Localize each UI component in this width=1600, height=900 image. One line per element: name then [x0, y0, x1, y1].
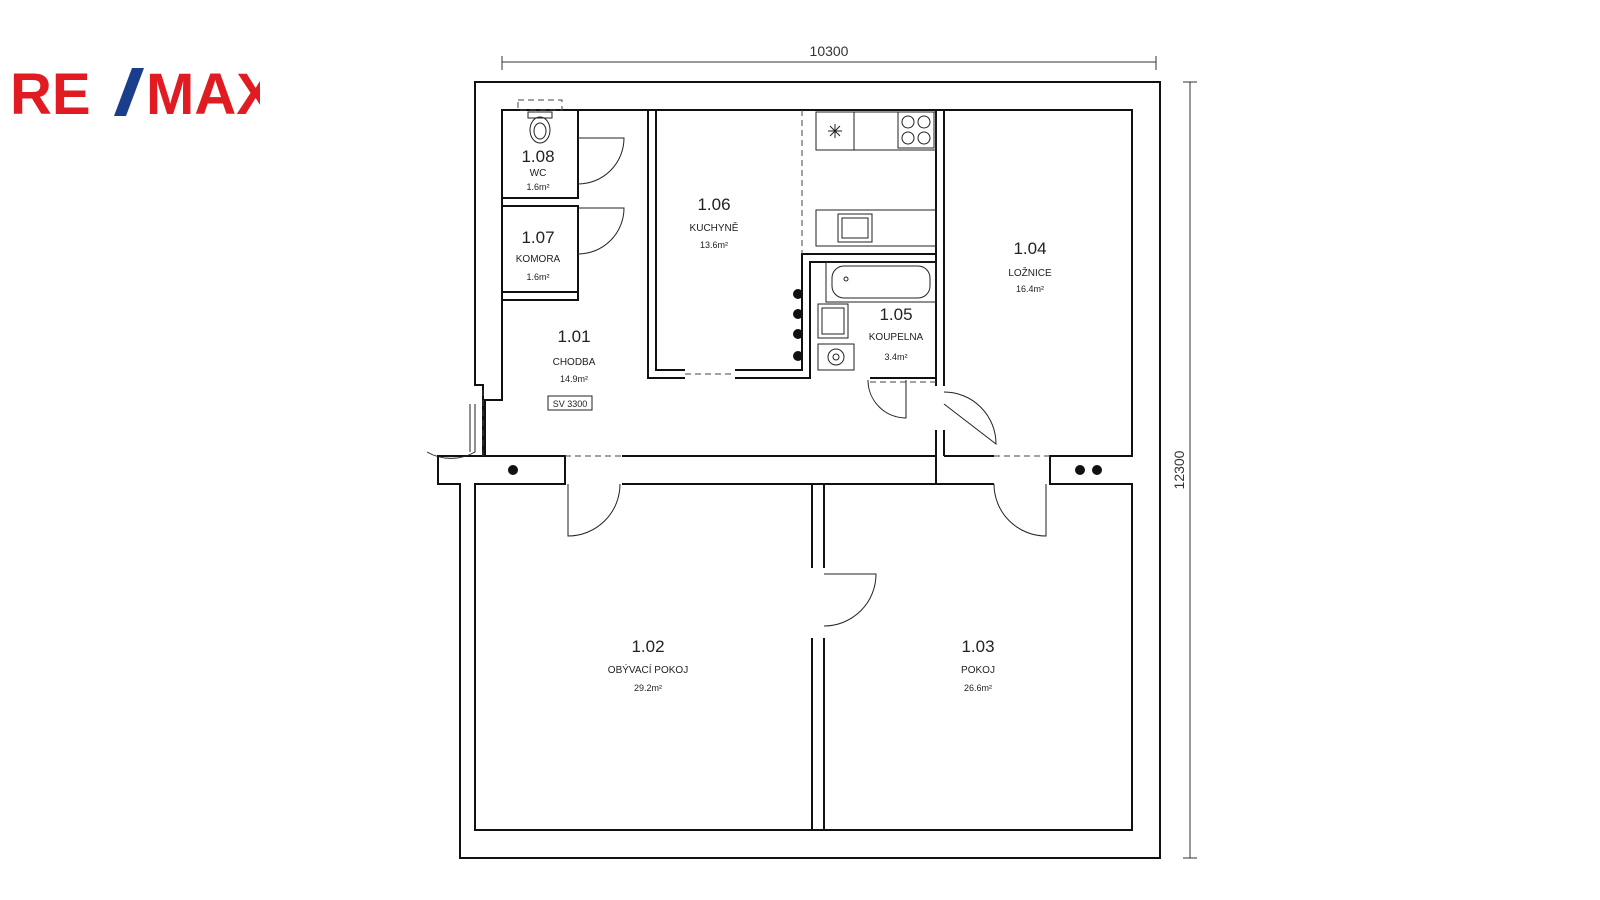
room-number: 1.05	[879, 305, 912, 324]
sink-icon	[837, 213, 873, 243]
room-name: CHODBA	[553, 357, 596, 368]
room-area: 1.6m²	[526, 182, 549, 192]
room-area: 29.2m²	[634, 683, 662, 693]
room-number: 1.08	[521, 147, 554, 166]
room-number: 1.04	[1013, 239, 1046, 258]
room-103-label: 1.03 POKOJ 26.6m²	[961, 637, 995, 693]
stove-icon	[897, 111, 935, 149]
room-108-label: 1.08 WC 1.6m²	[521, 147, 554, 192]
room-area: 13.6m²	[700, 240, 728, 250]
room-name: POKOJ	[961, 665, 995, 676]
room-number: 1.07	[521, 228, 554, 247]
washbasin-icon	[817, 303, 849, 339]
kitchen-fixtures	[815, 111, 937, 247]
level-tag-label: SV 3300	[553, 399, 588, 409]
wc-fixture	[517, 99, 563, 144]
installation-markers	[508, 289, 1102, 475]
room-name: WC	[530, 168, 547, 179]
room-area: 1.6m²	[526, 272, 549, 282]
logo-text-right: MAX	[146, 62, 260, 124]
room-101-label: 1.01 CHODBA 14.9m²	[553, 327, 596, 384]
room-number: 1.03	[961, 637, 994, 656]
washing-machine-icon	[817, 343, 855, 371]
dashed-lines	[482, 110, 1050, 457]
logo-text-left: RE	[10, 62, 91, 124]
level-tag: SV 3300	[547, 395, 593, 411]
dimension-height: 12300	[1171, 81, 1197, 859]
room-area: 3.4m²	[884, 352, 907, 362]
bathtub-icon	[825, 261, 937, 303]
interior-walls	[475, 109, 1132, 831]
room-name: OBÝVACÍ POKOJ	[608, 663, 688, 676]
room-name: KOUPELNA	[869, 332, 924, 343]
dimension-width-label: 10300	[810, 43, 849, 59]
room-number: 1.06	[697, 195, 730, 214]
room-area: 14.9m²	[560, 374, 588, 384]
room-107-label: 1.07 KOMORA 1.6m²	[516, 228, 561, 282]
room-name: KOMORA	[516, 254, 561, 265]
toilet-icon	[529, 116, 551, 144]
room-area: 26.6m²	[964, 683, 992, 693]
room-106-label: 1.06 KUCHYNĚ 13.6m²	[690, 195, 739, 250]
remax-logo: RE MAX	[10, 62, 260, 124]
room-104-label: 1.04 LOŽNICE 16.4m²	[1008, 239, 1052, 294]
dimension-width: 10300	[501, 43, 1157, 70]
room-number: 1.02	[631, 637, 664, 656]
doors	[426, 137, 1047, 627]
room-area: 16.4m²	[1016, 284, 1044, 294]
logo-slash	[114, 68, 144, 116]
fridge-icon	[815, 111, 855, 151]
room-number: 1.01	[557, 327, 590, 346]
room-105-label: 1.05 KOUPELNA 3.4m²	[869, 305, 924, 362]
bathroom-fixtures	[817, 261, 937, 371]
dimension-height-label: 12300	[1171, 450, 1187, 489]
room-name: LOŽNICE	[1008, 266, 1052, 279]
room-name: KUCHYNĚ	[690, 221, 739, 234]
room-102-label: 1.02 OBÝVACÍ POKOJ 29.2m²	[608, 637, 688, 693]
